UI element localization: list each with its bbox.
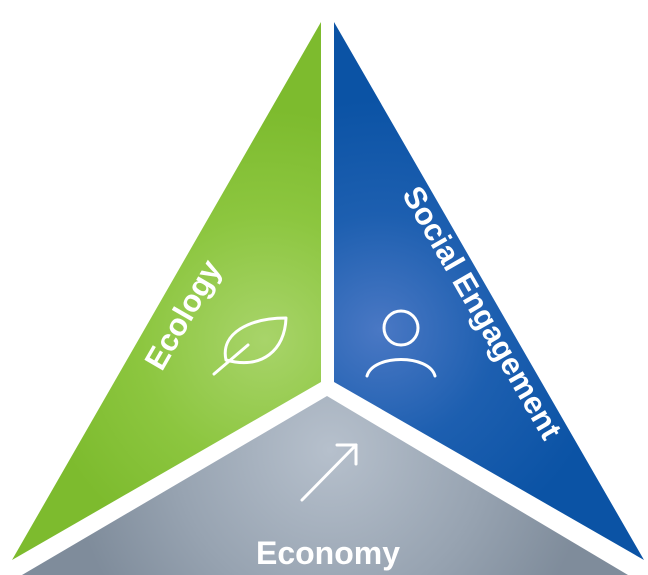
social-engagement-segment — [334, 22, 644, 560]
leaf-icon — [212, 316, 288, 376]
person-icon — [365, 309, 437, 378]
economy-label: Economy — [256, 535, 400, 571]
ecology-segment — [12, 22, 321, 560]
economy-segment — [22, 396, 628, 575]
arrow-up-right-icon — [300, 443, 358, 502]
